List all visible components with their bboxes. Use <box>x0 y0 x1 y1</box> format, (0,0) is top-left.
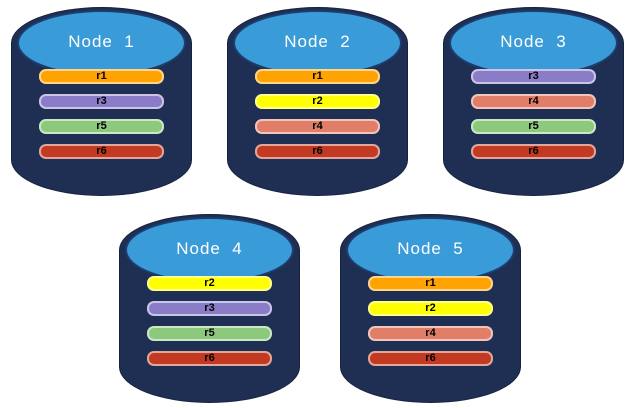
cylinder-top-ellipse: Node 2 <box>233 10 402 76</box>
replica-list: r1 r3 r5 r6 <box>39 69 164 169</box>
replica-bar: r6 <box>368 351 493 366</box>
node-label: Node 2 <box>284 32 351 51</box>
replica-label: r6 <box>204 352 215 364</box>
replica-label: r4 <box>528 95 539 107</box>
replica-label: r3 <box>96 95 107 107</box>
replica-label: r2 <box>312 95 323 107</box>
replica-bar: r6 <box>147 351 272 366</box>
replica-label: r5 <box>528 120 539 132</box>
replica-bar: r1 <box>39 69 164 84</box>
replica-bar: r2 <box>147 276 272 291</box>
replica-label: r6 <box>425 352 436 364</box>
replica-label: r2 <box>425 302 436 314</box>
replica-label: r4 <box>425 327 436 339</box>
replica-label: r6 <box>528 145 539 157</box>
replica-label: r5 <box>204 327 215 339</box>
cylinder-top-ellipse: Node 5 <box>346 217 515 283</box>
node-label: Node 1 <box>68 32 135 51</box>
replica-bar: r4 <box>255 119 380 134</box>
replica-list: r1 r2 r4 r6 <box>255 69 380 169</box>
replica-bar: r4 <box>368 326 493 341</box>
replica-label: r1 <box>312 70 323 82</box>
replica-list: r2 r3 r5 r6 <box>147 276 272 376</box>
replica-label: r3 <box>528 70 539 82</box>
replica-label: r1 <box>96 70 107 82</box>
replica-bar: r6 <box>255 144 380 159</box>
node-label: Node 4 <box>176 239 243 258</box>
replica-bar: r1 <box>255 69 380 84</box>
cylinder-top-ellipse: Node 1 <box>17 10 186 76</box>
node-3-cylinder: Node 3 r3 r4 r5 r6 <box>443 7 624 196</box>
replica-label: r4 <box>312 120 323 132</box>
replica-bar: r3 <box>471 69 596 84</box>
replica-bar: r2 <box>368 301 493 316</box>
node-label: Node 5 <box>397 239 464 258</box>
replica-label: r2 <box>204 277 215 289</box>
replica-bar: r4 <box>471 94 596 109</box>
replica-bar: r6 <box>471 144 596 159</box>
replica-bar: r3 <box>39 94 164 109</box>
replica-list: r1 r2 r4 r6 <box>368 276 493 376</box>
cylinder-top-ellipse: Node 4 <box>125 217 294 283</box>
replica-label: r3 <box>204 302 215 314</box>
replica-bar: r3 <box>147 301 272 316</box>
replica-label: r6 <box>96 145 107 157</box>
cylinder-top-ellipse: Node 3 <box>449 10 618 76</box>
node-1-cylinder: Node 1 r1 r3 r5 r6 <box>11 7 192 196</box>
node-4-cylinder: Node 4 r2 r3 r5 r6 <box>119 214 300 403</box>
replica-bar: r5 <box>39 119 164 134</box>
node-5-cylinder: Node 5 r1 r2 r4 r6 <box>340 214 521 403</box>
node-label: Node 3 <box>500 32 567 51</box>
replica-bar: r2 <box>255 94 380 109</box>
replica-bar: r5 <box>471 119 596 134</box>
node-2-cylinder: Node 2 r1 r2 r4 r6 <box>227 7 408 196</box>
replica-bar: r5 <box>147 326 272 341</box>
replica-label: r1 <box>425 277 436 289</box>
replica-bar: r6 <box>39 144 164 159</box>
replica-bar: r1 <box>368 276 493 291</box>
replica-list: r3 r4 r5 r6 <box>471 69 596 169</box>
replica-label: r6 <box>312 145 323 157</box>
replica-label: r5 <box>96 120 107 132</box>
